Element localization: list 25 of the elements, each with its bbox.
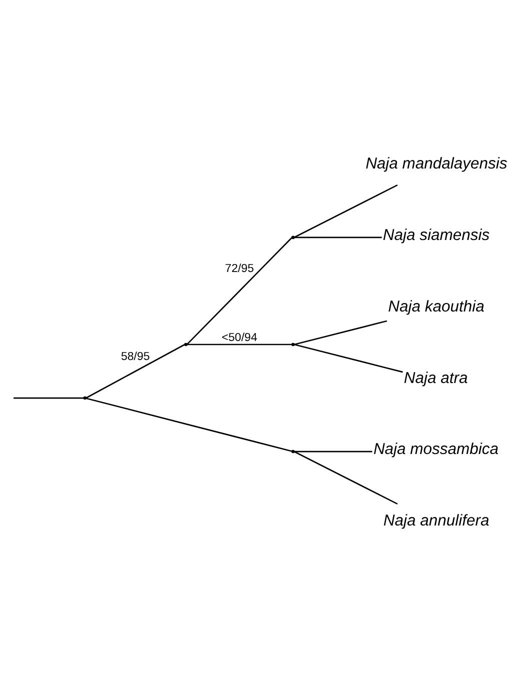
node-point [291,235,295,239]
connector [294,450,398,504]
connector [186,236,292,344]
connector [86,344,185,398]
node-text: Naja annulifera [383,512,490,530]
node-point [291,342,295,346]
connector [86,397,292,452]
connector [294,236,382,238]
edge-label: 58/95 [120,350,150,363]
connector [294,450,372,452]
node-point [83,396,87,400]
edge-label: <50/94 [222,332,258,344]
connector [294,320,388,345]
node-text: Naja mandalayensis [366,155,508,172]
connector [294,184,398,238]
node-text: Naja mossambica [373,440,498,458]
edge-label: 72/95 [225,262,254,274]
node-text: Naja kaouthia [388,298,484,315]
node-text: Naja siamensis [382,226,490,244]
node-text: Naja atra [404,369,468,386]
node-point [291,449,295,453]
connector [294,343,403,372]
node-point [184,342,188,346]
connector [14,396,84,398]
connector [187,343,292,345]
